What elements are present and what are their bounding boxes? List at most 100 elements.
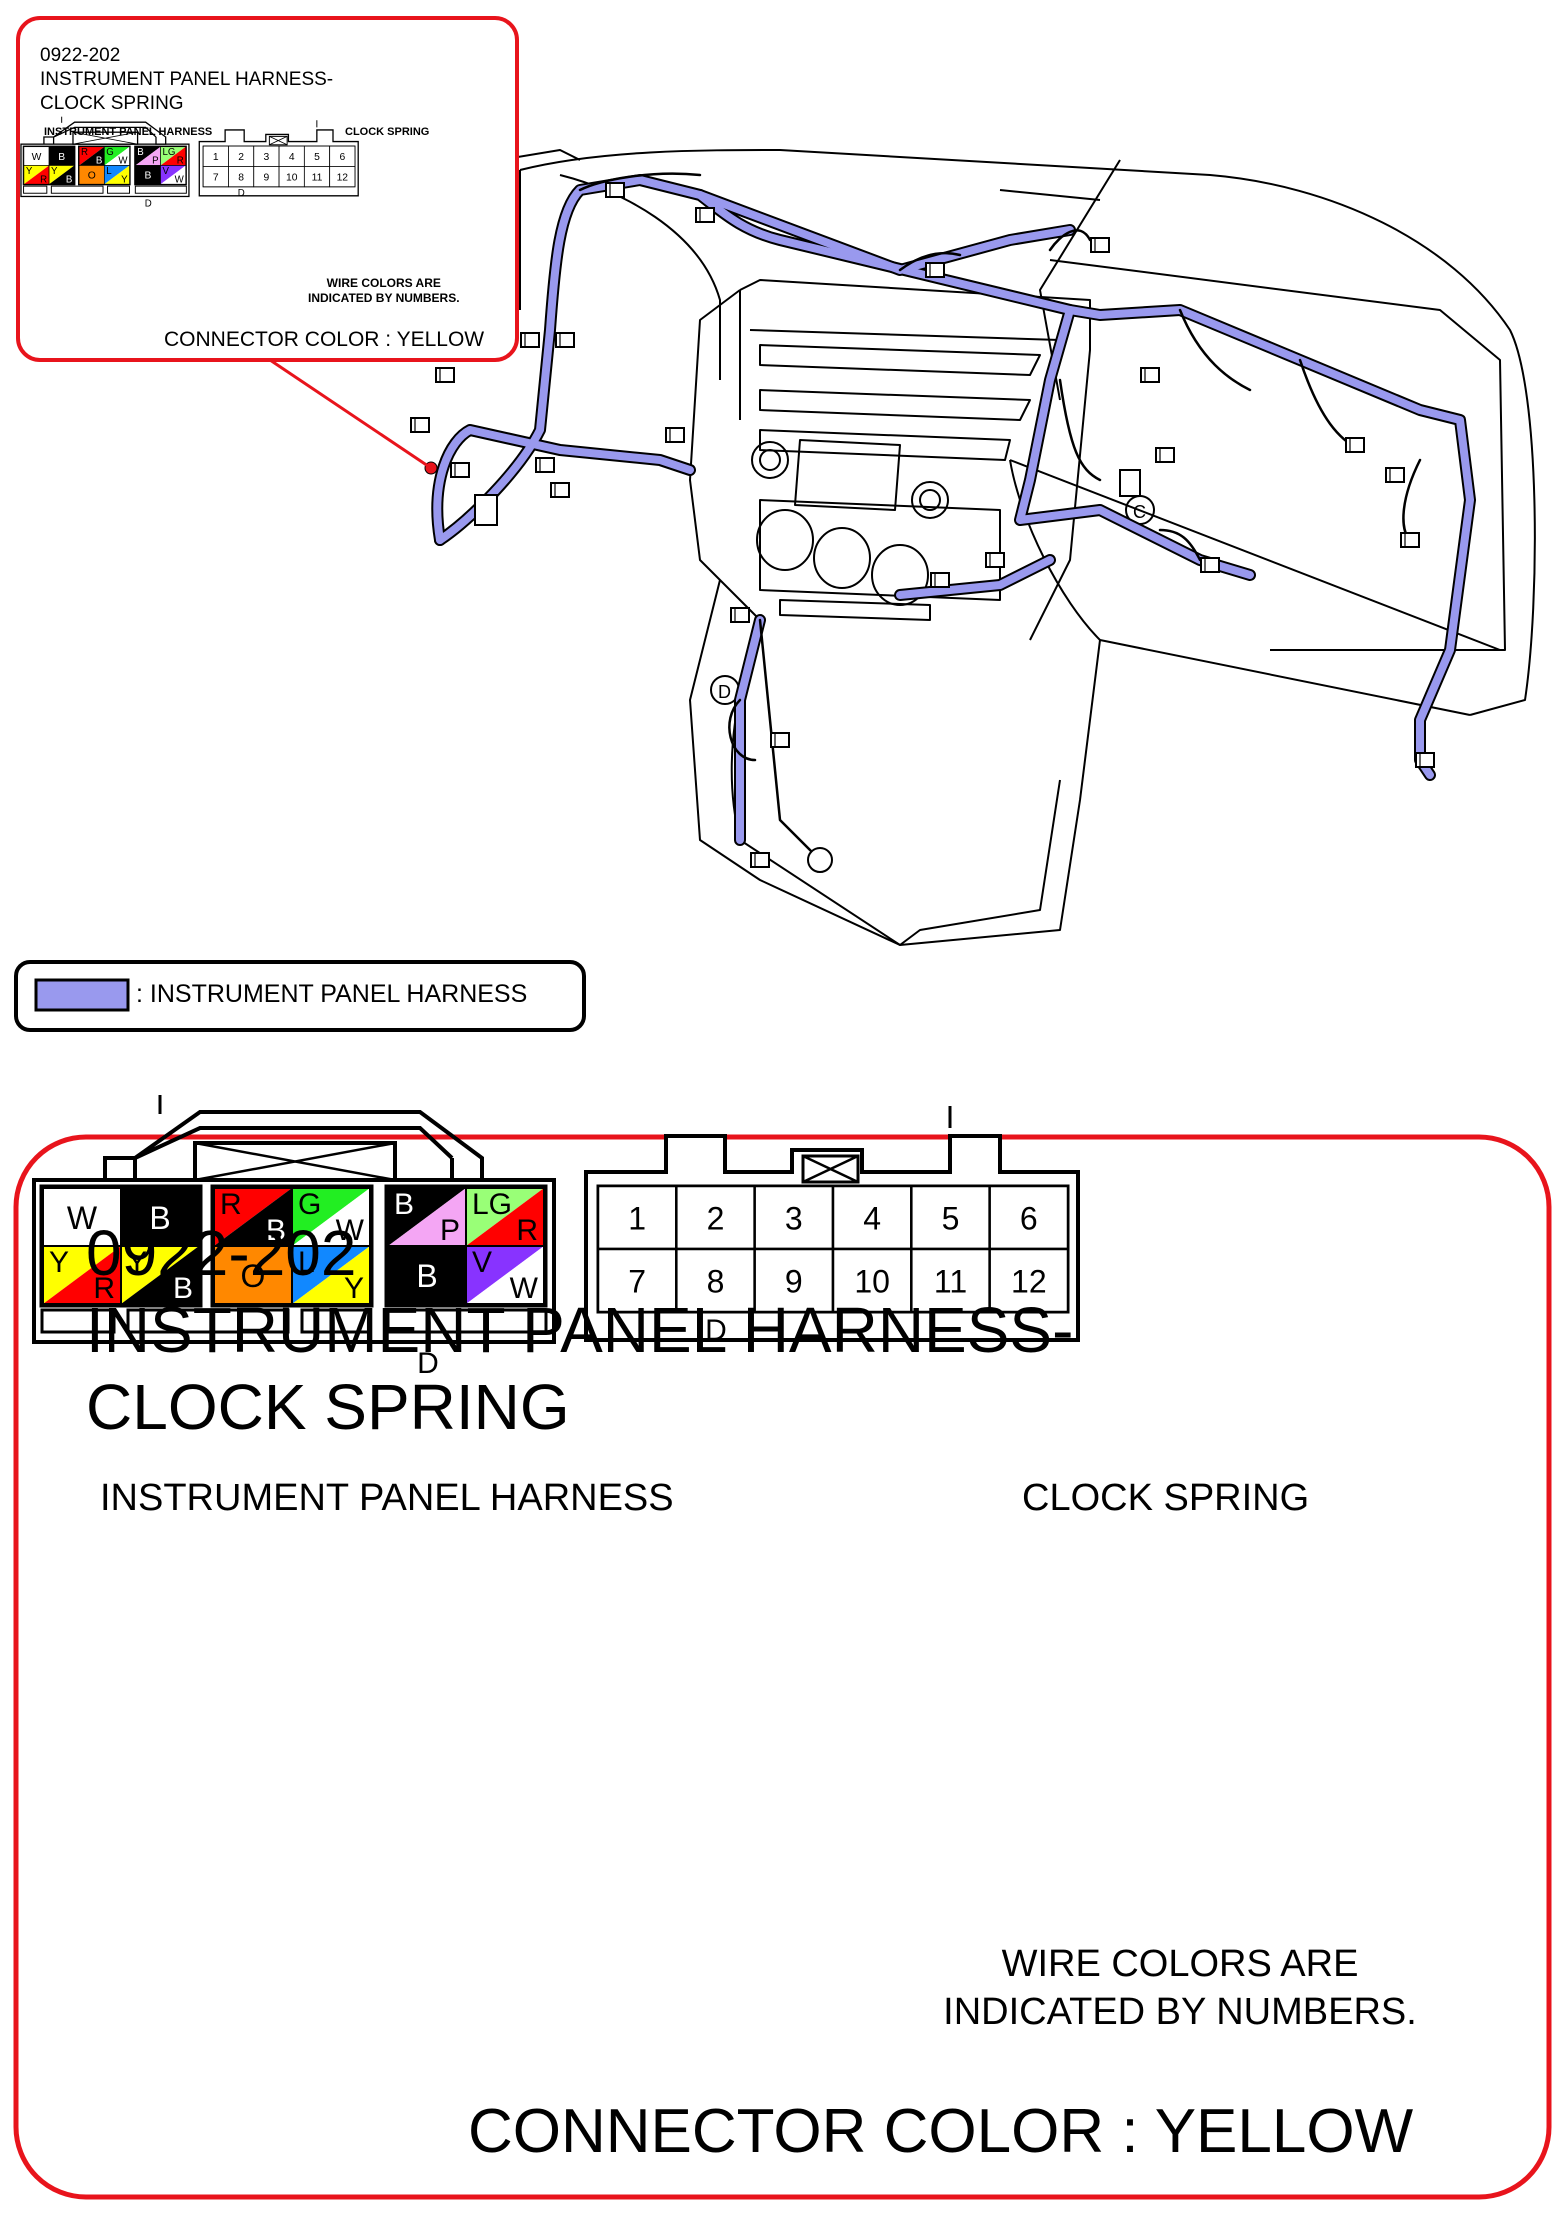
harness-cell-stripe-label: P — [440, 1214, 460, 1247]
harness-cell-label: W — [67, 1200, 98, 1236]
harness-cell-stripe — [466, 1188, 544, 1246]
harness-cell-label: G — [298, 1188, 321, 1221]
harness-cell-label: G — [106, 147, 114, 158]
legend-swatch — [34, 978, 130, 1012]
harness-cell-stripe — [49, 165, 75, 185]
mini-title-line1: INSTRUMENT PANEL HARNESS- — [40, 69, 334, 90]
mini-note: WIRE COLORS ARE INDICATED BY NUMBERS. — [308, 276, 460, 306]
harness-cell-stripe-label: B — [266, 1214, 286, 1247]
clock-spring-pin-number: 10 — [854, 1264, 890, 1300]
harness-cell-label: V — [472, 1246, 492, 1279]
harness-lock-cross — [72, 131, 138, 145]
harness-cell-label: O — [88, 171, 96, 182]
harness-cell-label: LG — [472, 1188, 512, 1221]
harness-cell-stripe — [466, 1246, 544, 1304]
harness-cell-stripe-label: B — [173, 1272, 193, 1305]
clock-spring-lock-cross — [269, 136, 288, 146]
harness-cell-stripe-label: R — [177, 156, 184, 167]
harness-cell-border — [48, 165, 75, 185]
clock-spring-pin — [675, 1247, 756, 1314]
connector-markers — [410, 182, 1435, 873]
harness-cell-stripe-label: B — [96, 156, 102, 167]
harness-cell-label: Y — [49, 1246, 69, 1279]
harness-cell-label: Y — [51, 166, 58, 177]
instrument-panel-harness — [431, 172, 1476, 862]
callout-leader-line — [269, 358, 432, 470]
mini-title-block: 0922-202 INSTRUMENT PANEL HARNESS- CLOCK… — [40, 44, 333, 116]
clock-spring-lock-cross — [802, 1154, 859, 1184]
harness-cell-label: R — [81, 147, 88, 158]
harness-cell-stripe-label: R — [93, 1272, 115, 1305]
clock-spring-pin-number: 5 — [942, 1201, 960, 1237]
harness-cell-stripe — [104, 165, 130, 185]
note-line1: WIRE COLORS ARE — [1001, 1943, 1359, 1985]
harness-cell-border — [465, 1245, 545, 1305]
clock-spring-pin-number: 8 — [707, 1264, 725, 1300]
harness-bottom-slot — [300, 1308, 372, 1334]
clock-spring-pin — [753, 1184, 835, 1251]
mini-harness-label: INSTRUMENT PANEL HARNESS — [44, 126, 213, 138]
harness-cell-stripe-label: B — [66, 174, 72, 185]
harness-cell — [387, 1245, 467, 1305]
harness-cell-stripe — [214, 1188, 292, 1246]
mini-note-line1: WIRE COLORS ARE — [326, 276, 441, 290]
clock-spring-pin-number: 3 — [264, 152, 270, 163]
harness-cell-stripe — [104, 146, 130, 166]
clock-spring-label: CLOCK SPRING — [1022, 1477, 1310, 1519]
clock-spring-pin-number: 9 — [264, 172, 270, 183]
harness-cell-label: L — [106, 166, 112, 177]
clock-spring-pin-number: 10 — [286, 172, 298, 183]
clock-spring-pin-number: 7 — [213, 172, 219, 183]
harness-d-mark: D — [145, 198, 152, 209]
harness-d-mark: D — [417, 1347, 439, 1380]
legend-box — [14, 960, 586, 1032]
harness-cell-label: LG — [162, 147, 175, 158]
legend-text: : INSTRUMENT PANEL HARNESS — [136, 980, 528, 1008]
clock-spring-pin-number: 4 — [863, 1201, 881, 1237]
harness-cell-label: L — [298, 1246, 315, 1279]
harness-cell-stripe-label: W — [118, 156, 128, 167]
clock-spring-d-mark: D — [705, 1314, 727, 1347]
harness-cell-stripe — [121, 1246, 199, 1304]
clock-spring-pin-number: 12 — [337, 172, 349, 183]
harness-cell-stripe-label: Y — [344, 1272, 364, 1305]
clock-spring-d-mark: D — [238, 188, 245, 199]
harness-cell-stripe — [292, 1188, 370, 1246]
mini-connector-code: 0922-202 — [40, 45, 121, 66]
harness-cell-border — [103, 165, 130, 185]
harness-cell-stripe — [388, 1188, 466, 1246]
clock-spring-pin-number: 11 — [934, 1264, 967, 1300]
note: WIRE COLORS ARE INDICATED BY NUMBERS. — [920, 1940, 1440, 2036]
harness-cell-stripe-label: P — [152, 156, 158, 167]
clock-spring-pin-number: 7 — [628, 1264, 646, 1300]
mark-c: C — [1133, 502, 1146, 522]
title-line1: INSTRUMENT PANEL HARNESS- — [86, 1294, 1074, 1366]
harness-cell-label: B — [416, 1258, 437, 1294]
harness-bottom-slot — [134, 185, 187, 194]
harness-cell-stripe — [43, 1246, 121, 1304]
harness-lock-cross — [194, 1141, 396, 1182]
harness-cell-label: V — [162, 166, 169, 177]
harness-cell-border — [120, 1245, 200, 1305]
harness-cell-label: Y — [26, 166, 33, 177]
clock-spring-pin-number: 5 — [314, 152, 320, 163]
harness-bottom-slot — [126, 1308, 290, 1334]
harness-cell-stripe-label: W — [175, 174, 185, 185]
clock-spring-pin-number: 8 — [238, 172, 244, 183]
harness-cell — [42, 1187, 122, 1247]
mini-note-line2: INDICATED BY NUMBERS. — [308, 291, 460, 305]
clock-spring-pin — [753, 1247, 835, 1314]
harness-latch — [43, 121, 167, 145]
harness-cell-stripe-label: R — [40, 174, 47, 185]
clock-spring-pin-number: 11 — [312, 172, 323, 183]
harness-cell-label: B — [149, 1200, 170, 1236]
dashboard-illustration — [409, 149, 1536, 946]
clock-spring-pin-number: 1 — [213, 152, 219, 163]
clock-spring-pin — [910, 1184, 991, 1251]
clock-spring-pin — [329, 166, 356, 188]
clock-spring-pin-number: 6 — [1020, 1201, 1038, 1237]
clock-spring-pin — [988, 1247, 1070, 1314]
clock-spring-pin-number: 2 — [707, 1201, 725, 1237]
harness-cell-border — [291, 1245, 371, 1305]
